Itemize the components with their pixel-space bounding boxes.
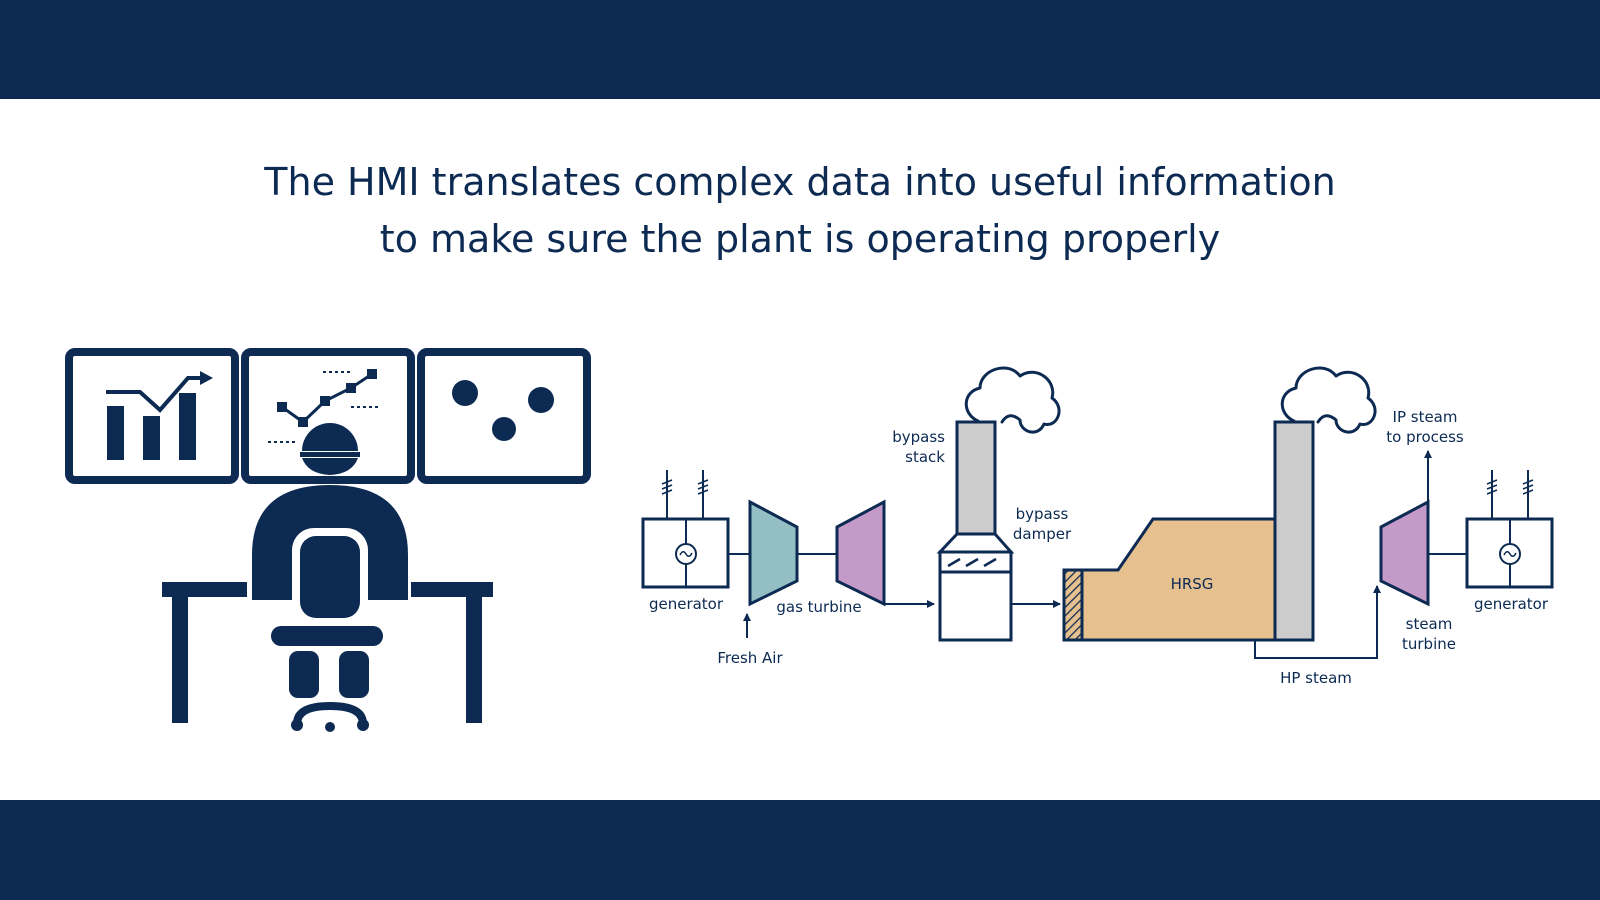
headline-line-1: The HMI translates complex data into use… (264, 160, 1336, 204)
main-smoke-icon (1280, 366, 1377, 434)
top-banner (0, 0, 1600, 99)
bottom-banner (0, 800, 1600, 900)
label-ip-steam-2: to process (1386, 428, 1464, 446)
label-generator-left: generator (649, 595, 724, 613)
desk (162, 582, 493, 723)
monitor-scatter (417, 348, 591, 484)
bypass-smoke-icon (964, 366, 1061, 434)
hrsg (1062, 517, 1277, 642)
steam-turbine (1379, 499, 1430, 607)
headline: The HMI translates complex data into use… (100, 154, 1500, 268)
label-steam-turbine-1: steam (1406, 615, 1453, 633)
headline-line-2: to make sure the plant is operating prop… (379, 217, 1221, 261)
generator-right (1465, 470, 1554, 589)
monitor-line-chart (241, 348, 415, 484)
label-gas-turbine: gas turbine (776, 598, 861, 616)
label-ip-steam-1: IP steam (1393, 408, 1458, 426)
bypass-stack (955, 420, 997, 536)
hp-steam-line (1254, 585, 1381, 659)
generator-left (641, 470, 730, 589)
operator-person (252, 423, 408, 732)
bypass-damper (936, 532, 1015, 642)
operator-illustration (65, 348, 591, 732)
label-bypass-damper-2: damper (1013, 525, 1072, 543)
label-hp-steam: HP steam (1280, 669, 1352, 687)
label-bypass-stack-1: bypass (892, 428, 945, 446)
main-stack (1273, 420, 1315, 642)
gas-turbine-expander (835, 499, 886, 607)
label-hrsg: HRSG (1171, 575, 1214, 593)
monitor-bar-chart (65, 348, 239, 484)
label-steam-turbine-2: turbine (1402, 635, 1456, 653)
label-fresh-air: Fresh Air (717, 649, 783, 667)
hrsg-inlet-grid (1062, 568, 1084, 642)
label-bypass-stack-2: stack (905, 448, 945, 466)
label-bypass-damper-1: bypass (1016, 505, 1069, 523)
plant-diagram: generator gas turbine Fresh Air bypass s… (641, 366, 1554, 687)
gas-turbine-compressor (748, 499, 799, 607)
label-generator-right: generator (1474, 595, 1549, 613)
